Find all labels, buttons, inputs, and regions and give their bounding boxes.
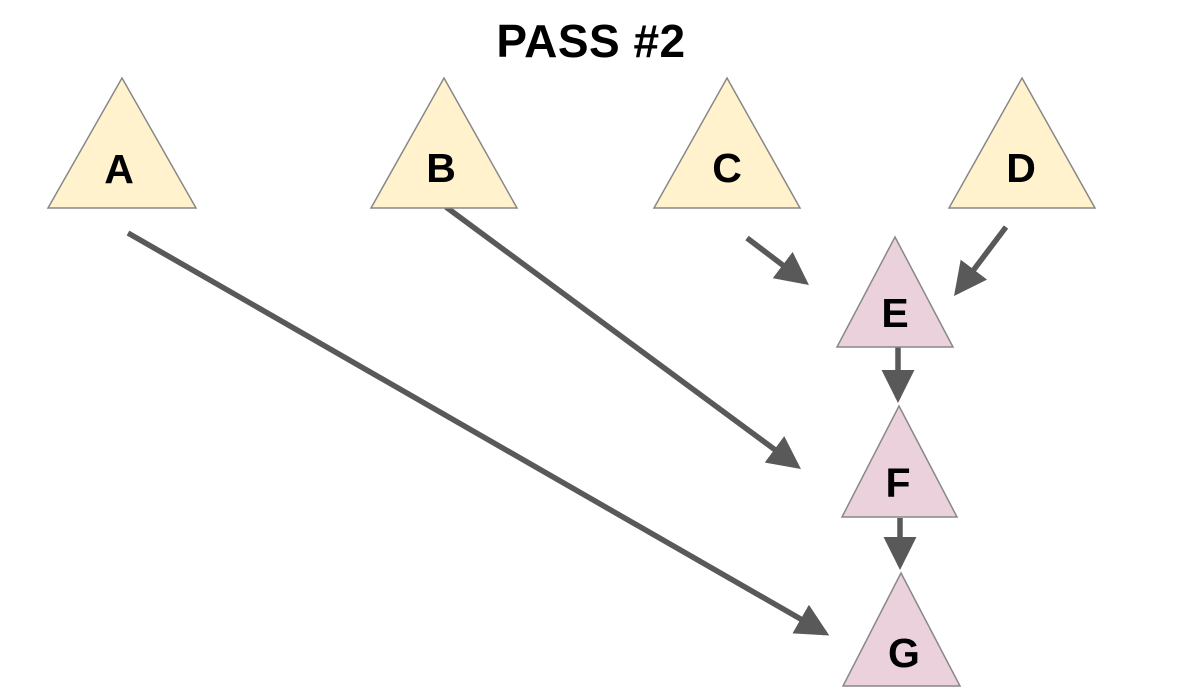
edge-c-to-e <box>745 235 809 285</box>
node-a-triangle <box>46 76 198 209</box>
node-a: A <box>46 76 198 209</box>
node-b-triangle <box>369 76 519 209</box>
node-e-triangle <box>835 235 955 348</box>
node-c-triangle <box>652 76 802 209</box>
node-b: B <box>369 76 519 209</box>
node-e: E <box>835 235 955 348</box>
node-d: D <box>947 76 1097 209</box>
node-f-label: F <box>885 460 910 506</box>
node-e-label: E <box>881 290 908 336</box>
edge-a-to-g <box>126 230 830 636</box>
edge-b-to-f <box>444 204 801 469</box>
node-c: C <box>652 76 802 209</box>
diagram-title: PASS #2 <box>496 15 685 67</box>
node-f: F <box>840 404 959 518</box>
edge-d-to-e <box>954 225 1009 296</box>
node-d-label: D <box>1006 145 1036 191</box>
node-a-label: A <box>104 146 134 192</box>
node-c-label: C <box>712 145 742 191</box>
edges-layer <box>126 204 1009 636</box>
nodes-layer: A B C D E F <box>46 76 1097 687</box>
node-g-triangle <box>841 571 962 687</box>
node-g: G <box>841 571 962 687</box>
node-d-triangle <box>947 76 1097 209</box>
node-f-triangle <box>840 404 959 518</box>
node-g-label: G <box>888 630 920 676</box>
node-b-label: B <box>426 145 456 191</box>
